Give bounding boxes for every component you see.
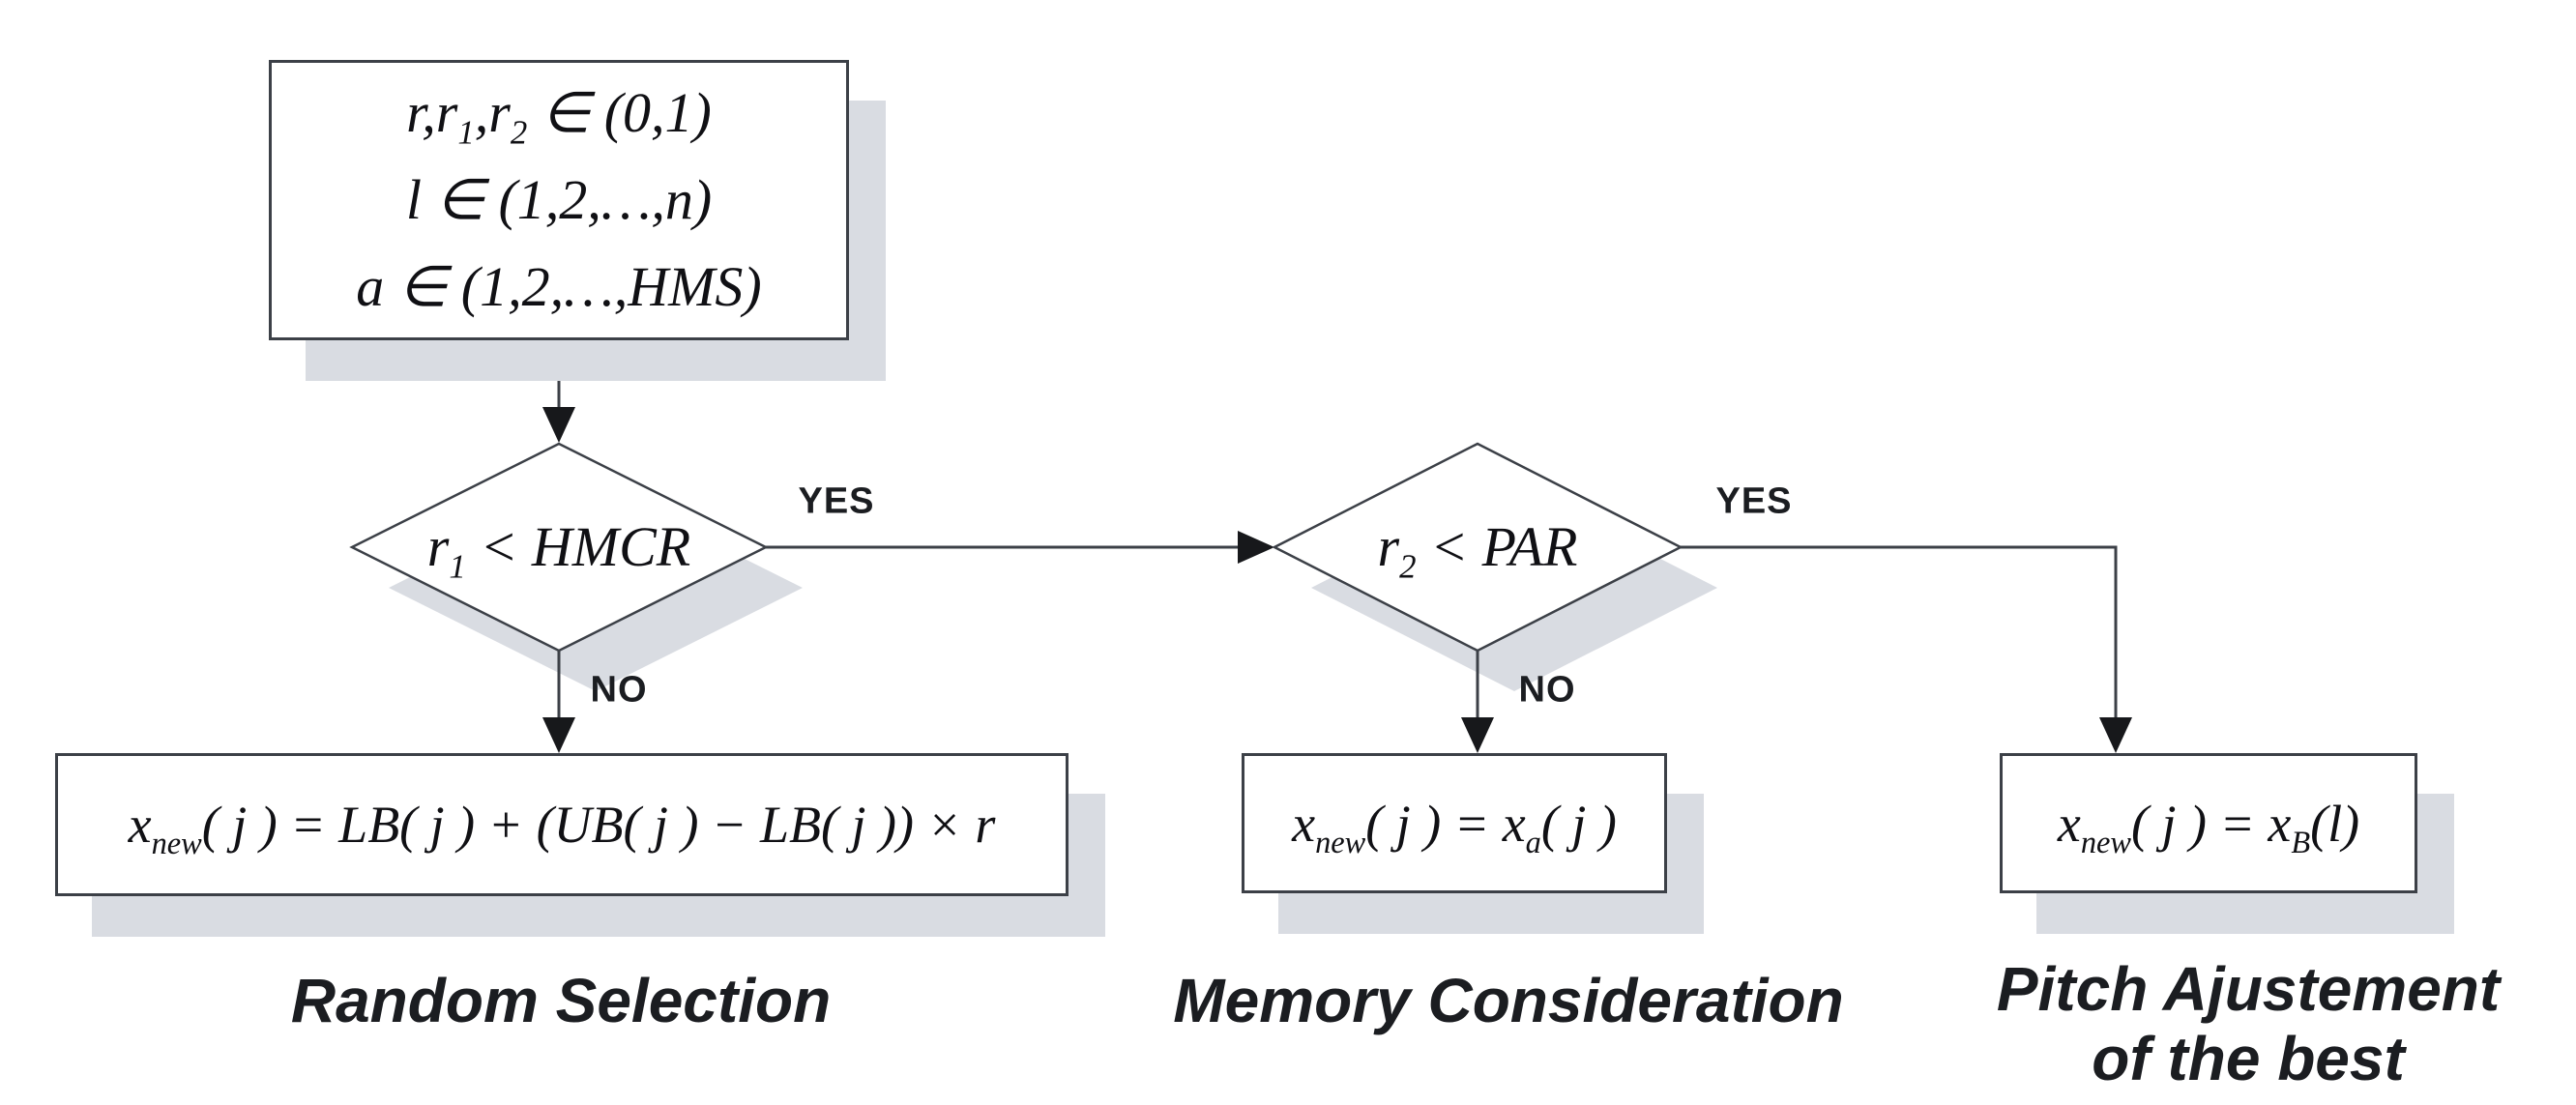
edge-hmcr-yes-to-par bbox=[766, 531, 1274, 564]
init-line-1: r,r1,r2 ∈ (0,1) bbox=[406, 81, 712, 152]
edge-par-yes-to-pitch bbox=[1681, 545, 2132, 753]
pitch-adjustment-node: xnew( j ) = xB(l) bbox=[2000, 753, 2417, 893]
init-line-2: l ∈ (1,2,…,n) bbox=[405, 168, 713, 232]
hmcr-yes-label: YES bbox=[798, 480, 875, 522]
random-selection-caption: Random Selection bbox=[290, 966, 832, 1035]
decision-hmcr-shape bbox=[349, 442, 769, 653]
memory-consideration-formula: xnew( j ) = xa( j ) bbox=[1292, 794, 1617, 860]
decision-hmcr-condition: r1 < HMCR bbox=[426, 515, 691, 586]
hmcr-no-label: NO bbox=[590, 669, 648, 711]
edge-par-no-to-memory bbox=[1461, 651, 1494, 753]
random-selection-formula: xnew( j ) = LB( j ) + (UB( j ) − LB( j )… bbox=[128, 796, 996, 861]
random-selection-node: xnew( j ) = LB( j ) + (UB( j ) − LB( j )… bbox=[55, 753, 1068, 896]
memory-consideration-caption: Memory Consideration bbox=[1173, 966, 1844, 1035]
par-no-label: NO bbox=[1518, 669, 1576, 711]
pitch-adjustment-caption: Pitch Ajustement of the best bbox=[1996, 954, 2501, 1093]
decision-par-shape bbox=[1272, 442, 1683, 653]
edge-hmcr-no-to-random bbox=[542, 651, 575, 753]
pitch-adjustment-caption-line1: Pitch Ajustement bbox=[1996, 954, 2501, 1024]
arrow-down-head bbox=[1461, 717, 1494, 753]
init-line-3: a ∈ (1,2,…,HMS) bbox=[356, 254, 762, 318]
par-yes-label: YES bbox=[1715, 480, 1793, 522]
arrow-down-head bbox=[2099, 717, 2132, 753]
arrow-right-head bbox=[1238, 531, 1274, 564]
pitch-adjustment-caption-line2: of the best bbox=[2092, 1023, 2405, 1093]
init-node: r,r1,r2 ∈ (0,1) l ∈ (1,2,…,n) a ∈ (1,2,…… bbox=[269, 60, 849, 340]
memory-consideration-node: xnew( j ) = xa( j ) bbox=[1242, 753, 1667, 893]
edge-init-to-hmcr bbox=[542, 340, 575, 443]
arrow-down-head bbox=[542, 717, 575, 753]
decision-par-condition: r2 < PAR bbox=[1377, 515, 1578, 586]
arrow-down-head bbox=[542, 407, 575, 443]
pitch-adjustment-formula: xnew( j ) = xB(l) bbox=[2057, 794, 2360, 860]
